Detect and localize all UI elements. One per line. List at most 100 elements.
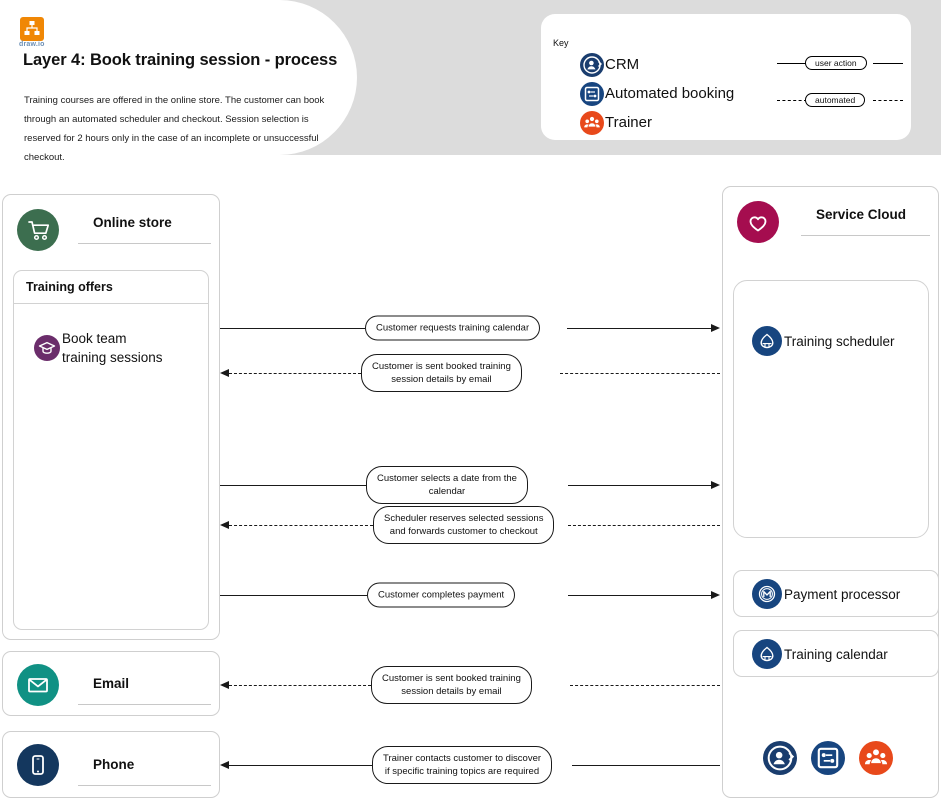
lane-header: Phone	[3, 732, 219, 799]
key-item-list: CRM Automated booking	[580, 50, 734, 137]
key-item-label: Automated booking	[605, 85, 735, 102]
flow-line	[560, 373, 720, 374]
lane-title: Phone	[93, 757, 135, 772]
lane-title: Email	[93, 676, 130, 691]
key-item-crm: CRM	[580, 50, 734, 79]
payment-icon	[752, 579, 782, 609]
divider	[14, 303, 208, 304]
shopping-cart-icon	[17, 209, 59, 251]
lane-title: Online store	[93, 215, 172, 230]
flow-line	[567, 328, 711, 329]
flow-customer-requests-training-calendar[interactable]: Customer requests training calendar	[220, 315, 720, 341]
flow-line	[229, 525, 373, 526]
flow-scheduler-reserves-sessions[interactable]: Scheduler reserves selected sessions and…	[220, 506, 720, 544]
lane-online-store[interactable]: Online store Training offers Book team t…	[2, 194, 220, 640]
flow-arrowhead	[711, 323, 720, 332]
flow-label: Customer requests training calendar	[365, 315, 541, 341]
line-segment-right	[873, 62, 903, 64]
key-legend: Key CRM	[541, 14, 911, 140]
flow-arrowhead	[220, 368, 229, 377]
flow-line	[568, 485, 711, 486]
scheduler-icon	[752, 326, 782, 356]
flow-label: Customer completes payment	[367, 582, 516, 608]
key-line-automated: automated	[777, 81, 903, 118]
lane-header: Service Cloud	[723, 187, 938, 255]
subcard-training-offers[interactable]: Training offers Book team training sessi…	[13, 270, 209, 630]
flow-line	[229, 765, 372, 766]
flow-arrowhead	[220, 520, 229, 529]
key-item-label: CRM	[605, 56, 640, 73]
node-payment-processor[interactable]: Payment processor	[752, 579, 900, 609]
key-line-label: user action	[805, 55, 867, 70]
flow-line	[229, 685, 371, 686]
key-line-label: automated	[805, 92, 866, 107]
subcard-payment-processor[interactable]: Payment processor	[733, 570, 939, 617]
node-book-team-training-sessions[interactable]: Book team training sessions	[34, 329, 163, 367]
flow-label: Customer is sent booked training session…	[371, 666, 532, 704]
graduation-cap-icon	[34, 335, 60, 361]
flow-label: Trainer contacts customer to discover if…	[372, 746, 553, 784]
lane-title: Service Cloud	[816, 207, 907, 222]
flow-label: Customer selects a date from the calenda…	[366, 466, 528, 504]
flow-label: Scheduler reserves selected sessions and…	[373, 506, 555, 544]
key-item-label: Trainer	[605, 114, 652, 131]
lane-header: Email	[3, 652, 219, 717]
flow-arrowhead	[220, 760, 229, 769]
node-label: Book team training sessions	[62, 331, 163, 365]
lane-service-cloud[interactable]: Service Cloud Training scheduler	[722, 186, 939, 798]
flow-arrowhead	[711, 480, 720, 489]
header-card: draw.io Layer 4: Book training session -…	[0, 0, 357, 163]
crm-person-icon	[763, 741, 797, 775]
line-segment-left	[777, 62, 807, 64]
drawio-logo-icon	[20, 17, 44, 41]
divider	[78, 785, 211, 786]
divider	[78, 243, 211, 244]
divider	[801, 235, 930, 236]
lane-header: Online store	[3, 195, 219, 263]
flow-arrowhead	[711, 590, 720, 599]
line-segment-right	[873, 99, 903, 101]
flow-line	[568, 595, 711, 596]
subcard-training-calendar[interactable]: Training calendar	[733, 630, 939, 677]
page-title: Layer 4: Book training session - process	[23, 51, 338, 69]
node-label: Training scheduler	[784, 333, 895, 349]
flow-booked-session-details-email-1[interactable]: Customer is sent booked training session…	[220, 354, 720, 392]
line-segment-left	[777, 99, 807, 101]
automated-booking-icon	[580, 81, 604, 106]
flow-customer-completes-payment[interactable]: Customer completes payment	[220, 582, 720, 608]
flow-line	[570, 685, 720, 686]
scheduler-icon	[752, 639, 782, 669]
header-band: draw.io Layer 4: Book training session -…	[0, 0, 941, 163]
key-item-automated-booking: Automated booking	[580, 79, 734, 108]
flow-trainer-contacts-customer[interactable]: Trainer contacts customer to discover if…	[220, 746, 720, 784]
page-description: Training courses are offered in the onli…	[24, 95, 325, 163]
flow-line	[572, 765, 720, 766]
trainer-group-icon	[580, 110, 604, 135]
flow-line	[220, 595, 367, 596]
crm-person-icon	[580, 52, 604, 77]
divider	[78, 704, 211, 705]
envelope-icon	[17, 664, 59, 706]
subcard-title: Training offers	[26, 280, 113, 294]
mobile-phone-icon	[17, 744, 59, 786]
flow-arrowhead	[220, 680, 229, 689]
node-label: Payment processor	[784, 586, 901, 602]
key-item-trainer: Trainer	[580, 108, 734, 137]
node-training-calendar[interactable]: Training calendar	[752, 639, 888, 669]
flow-line	[229, 373, 361, 374]
drawio-wordmark: draw.io	[19, 41, 45, 48]
node-training-scheduler[interactable]: Training scheduler	[752, 326, 895, 356]
flow-customer-selects-date[interactable]: Customer selects a date from the calenda…	[220, 466, 720, 504]
lane-phone[interactable]: Phone	[2, 731, 220, 798]
flow-label: Customer is sent booked training session…	[361, 354, 522, 392]
flow-booked-session-details-email-2[interactable]: Customer is sent booked training session…	[220, 666, 720, 704]
lane-email[interactable]: Email	[2, 651, 220, 716]
trainer-group-icon	[859, 741, 893, 775]
flow-line	[568, 525, 720, 526]
key-line-user-action: user action	[777, 44, 903, 81]
heart-icon	[737, 201, 779, 243]
subcard-training-scheduler[interactable]: Training scheduler	[733, 280, 929, 538]
automated-booking-icon	[811, 741, 845, 775]
node-label: Training calendar	[784, 646, 888, 662]
